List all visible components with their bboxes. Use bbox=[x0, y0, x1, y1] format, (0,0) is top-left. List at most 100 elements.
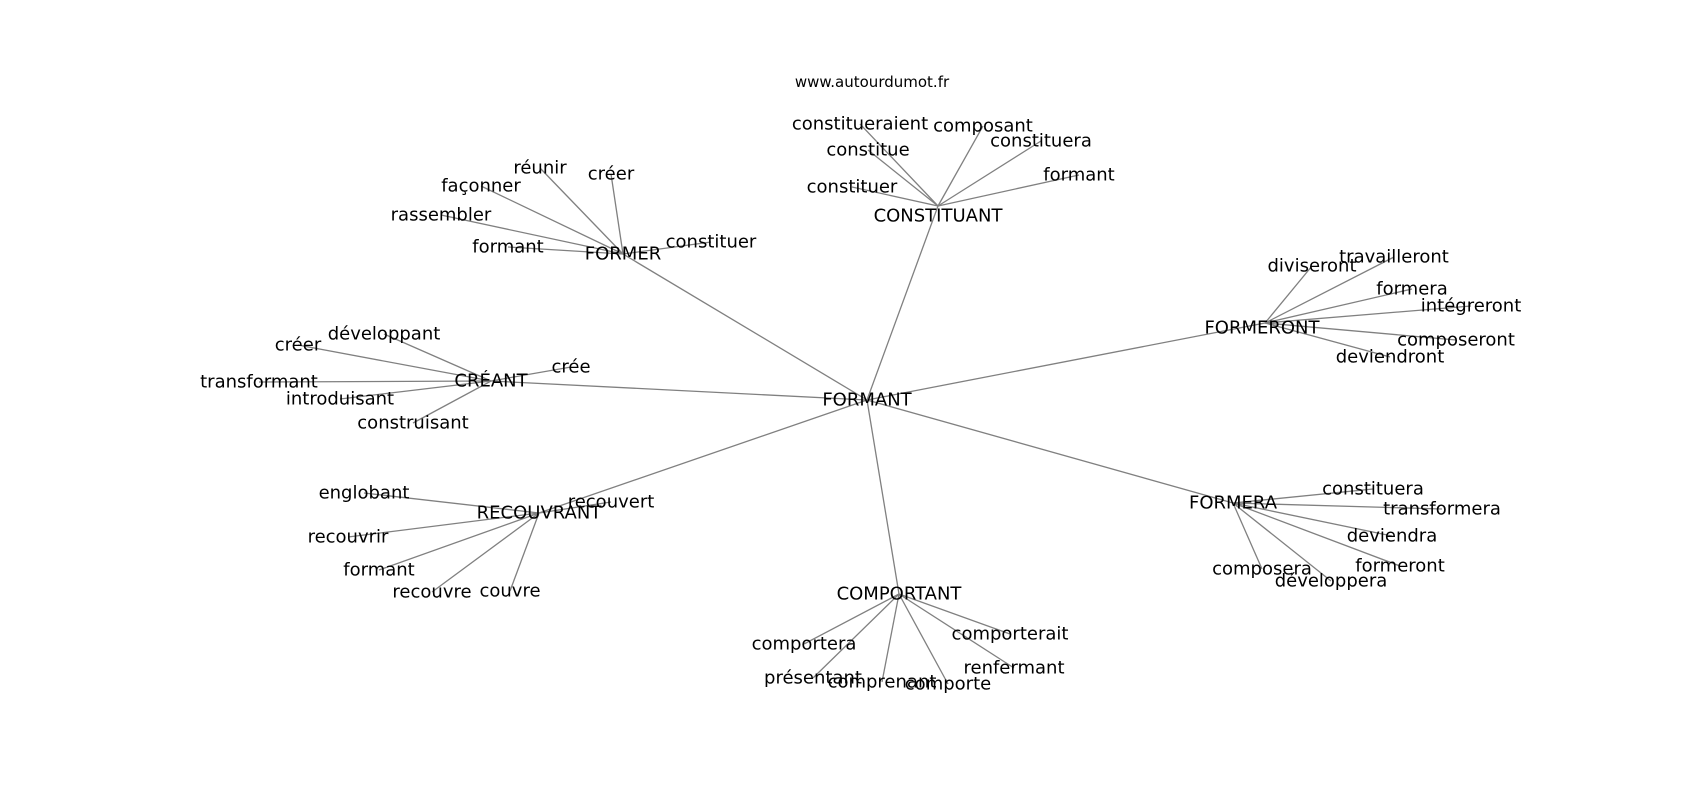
edge-hub-leaf bbox=[1264, 322, 1391, 358]
edge-hub-leaf bbox=[812, 593, 900, 679]
edge-hub-leaf bbox=[539, 167, 624, 255]
edge-hub-leaf bbox=[898, 593, 949, 685]
edge-hub-leaf bbox=[937, 125, 984, 207]
edge-hub-leaf bbox=[610, 173, 624, 255]
leaf-node-label: deviendra bbox=[1347, 526, 1438, 547]
edge-hub-leaf bbox=[1232, 488, 1374, 504]
edge-hub-leaf bbox=[258, 380, 492, 383]
leaf-node-label: composant bbox=[933, 116, 1033, 137]
edge-hub-leaf bbox=[1232, 502, 1332, 582]
hub-node-label: RECOUVRANT bbox=[477, 503, 603, 524]
edge-hub-leaf bbox=[538, 501, 612, 514]
hub-node-label: FORMERONT bbox=[1204, 318, 1320, 339]
leaf-node-label: deviendront bbox=[1336, 347, 1445, 368]
leaf-node-label: constitueraient bbox=[792, 114, 928, 135]
edge-hub-leaf bbox=[480, 185, 624, 255]
edge-hub-leaf bbox=[1264, 265, 1313, 324]
leaf-node-label: développant bbox=[328, 324, 441, 345]
leaf-node-label: constituer bbox=[807, 177, 898, 198]
edge-hub-leaf bbox=[937, 174, 1080, 207]
center-node-label: FORMANT bbox=[822, 390, 912, 411]
leaf-node-label: recouvre bbox=[392, 582, 471, 603]
edge-hub-leaf bbox=[1264, 256, 1395, 324]
hub-node-label: CONSTITUANT bbox=[874, 206, 1004, 227]
edge-center-hub bbox=[538, 399, 868, 514]
edge-hub-leaf bbox=[363, 492, 540, 514]
edge-hub-leaf bbox=[509, 512, 540, 592]
leaf-node-label: englobant bbox=[319, 483, 410, 504]
edge-center-hub bbox=[866, 322, 1266, 401]
leaf-node-label: formant bbox=[343, 560, 414, 581]
leaf-node-label: diviseront bbox=[1267, 256, 1356, 277]
edge-hub-leaf bbox=[1232, 502, 1401, 567]
hub-node-label: FORMERA bbox=[1189, 493, 1278, 514]
leaf-node-label: formeront bbox=[1355, 556, 1445, 577]
leaf-node-label: présentant bbox=[764, 668, 862, 689]
edge-hub-leaf bbox=[1264, 322, 1457, 341]
leaf-node-label: formant bbox=[472, 237, 543, 258]
leaf-node-label: comporte bbox=[905, 674, 991, 695]
leaf-node-label: renfermant bbox=[963, 658, 1064, 679]
edge-hub-leaf bbox=[440, 214, 624, 255]
leaf-node-label: comprenant bbox=[828, 672, 937, 693]
leaf-node-label: développera bbox=[1275, 571, 1388, 592]
leaf-node-label: recouvrir bbox=[308, 527, 389, 548]
edge-hub-leaf bbox=[937, 140, 1042, 207]
leaf-node-label: créer bbox=[275, 335, 322, 356]
leaf-node-label: transformant bbox=[200, 372, 318, 393]
leaf-node-label: constituera bbox=[990, 131, 1092, 152]
leaf-node-label: recouvert bbox=[568, 492, 655, 513]
edge-hub-leaf bbox=[867, 149, 939, 207]
leaf-node-label: travailleront bbox=[1339, 247, 1449, 268]
leaf-node-label: introduisant bbox=[286, 389, 394, 410]
leaf-node-label: créer bbox=[588, 164, 635, 185]
leaf-node-label: constituer bbox=[666, 232, 757, 253]
edge-center-hub bbox=[622, 253, 868, 401]
leaf-node-label: constituera bbox=[1322, 479, 1424, 500]
leaf-node-label: crée bbox=[551, 357, 590, 378]
hub-node-label: CRÉANT bbox=[454, 370, 528, 392]
edge-hub-leaf bbox=[1264, 305, 1472, 324]
leaf-node-label: façonner bbox=[441, 176, 521, 197]
edge-hub-leaf bbox=[490, 366, 572, 382]
leaf-node-label: formant bbox=[1043, 165, 1114, 186]
leaf-node-label: comportera bbox=[752, 634, 857, 655]
edge-hub-leaf bbox=[859, 123, 939, 207]
hub-node-label: COMPORTANT bbox=[837, 584, 963, 605]
edge-center-hub bbox=[866, 399, 900, 595]
leaf-node-label: constitue bbox=[826, 140, 909, 161]
hub-node-label: FORMER bbox=[585, 244, 661, 265]
edge-hub-leaf bbox=[507, 246, 624, 255]
leaf-node-label: rassembler bbox=[391, 205, 492, 226]
edge-hub-leaf bbox=[803, 593, 900, 645]
edge-hub-leaf bbox=[898, 593, 1011, 635]
edge-hub-leaf bbox=[851, 186, 939, 207]
leaf-node-label: réunir bbox=[513, 158, 567, 179]
edge-hub-leaf bbox=[1264, 288, 1413, 324]
leaf-node-label: couvre bbox=[479, 581, 540, 602]
leaf-node-label: construisant bbox=[357, 413, 468, 434]
edge-hub-leaf bbox=[898, 593, 1015, 669]
edge-hub-leaf bbox=[347, 512, 540, 538]
edge-center-hub bbox=[490, 380, 868, 401]
leaf-node-label: intégreront bbox=[1421, 296, 1522, 317]
edge-hub-leaf bbox=[622, 241, 712, 255]
site-credit: www.autourdumot.fr bbox=[795, 73, 950, 91]
edge-hub-leaf bbox=[412, 380, 492, 424]
leaf-node-label: formera bbox=[1376, 279, 1447, 300]
leaf-node-label: composera bbox=[1212, 559, 1312, 580]
leaf-node-label: comporterait bbox=[952, 624, 1069, 645]
edges bbox=[258, 123, 1472, 685]
labels: www.autourdumot.fr FORMANT CONSTITUANT con… bbox=[200, 73, 1521, 695]
edge-hub-leaf bbox=[339, 380, 492, 400]
edge-center-hub bbox=[866, 399, 1234, 504]
leaf-node-label: composeront bbox=[1397, 330, 1515, 351]
edge-hub-leaf bbox=[378, 512, 540, 571]
edge-hub-leaf bbox=[383, 333, 492, 382]
edge-hub-leaf bbox=[881, 593, 900, 683]
edge-hub-leaf bbox=[1232, 502, 1443, 510]
edge-hub-leaf bbox=[1232, 502, 1393, 537]
edge-hub-leaf bbox=[297, 344, 492, 382]
edge-center-hub bbox=[866, 205, 939, 401]
